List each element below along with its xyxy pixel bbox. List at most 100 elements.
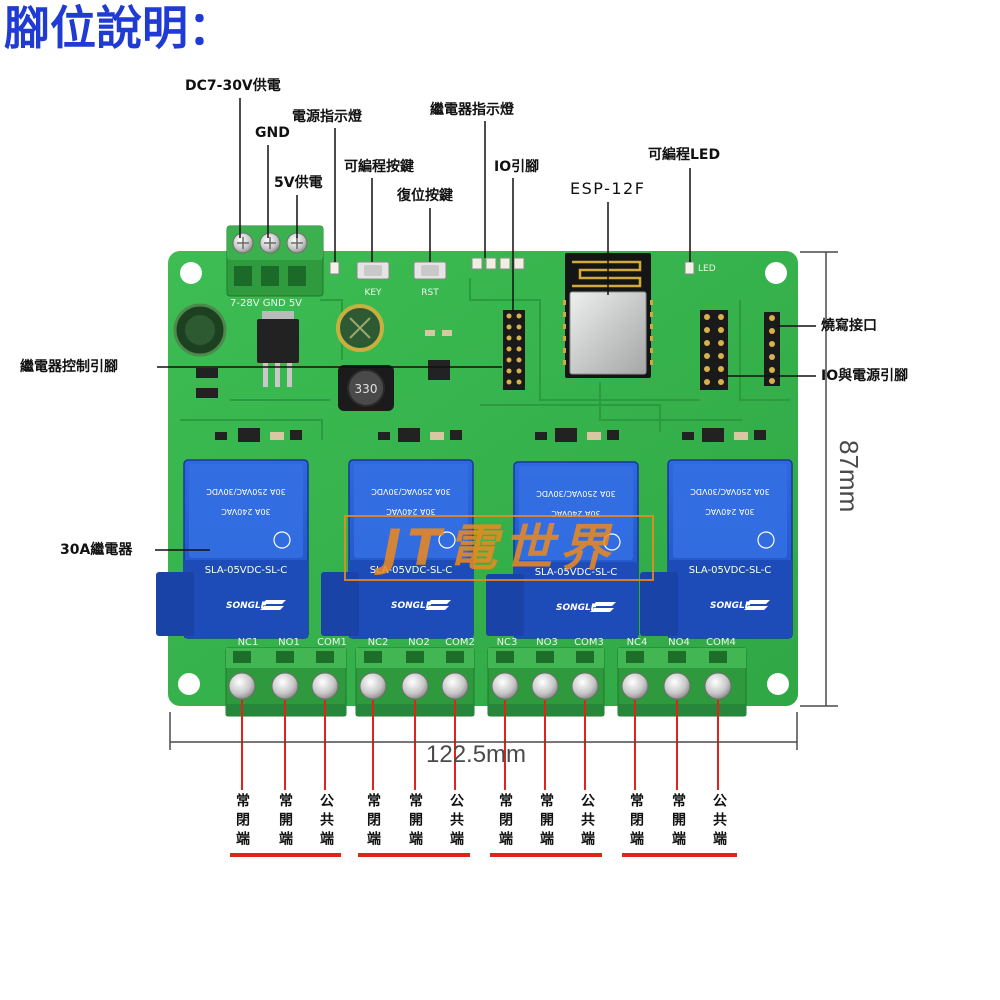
terminal-screw <box>491 672 519 700</box>
cqc-mark-icon <box>603 533 621 551</box>
smd-chip <box>428 360 450 380</box>
inductor-label: 330 <box>355 382 378 396</box>
terminal-label: COM1 <box>317 637 347 648</box>
relay-1: 30A 250VAC/30VDC 30A 240VAC SLA-05VDC-SL… <box>156 459 309 639</box>
terminal-nc-label: 常閉端 <box>497 793 513 850</box>
group-underline <box>358 853 470 857</box>
relay-flange <box>640 572 678 636</box>
terminal-label: NC1 <box>238 637 259 648</box>
relay-brand: SONGLE <box>710 601 752 611</box>
relay-model: SLA-05VDC-SL-C <box>205 565 288 576</box>
rst-label: RST <box>421 288 439 298</box>
terminal-screw <box>359 672 387 700</box>
watermark-logo: JT電世界 <box>344 515 654 581</box>
power-led <box>329 261 340 275</box>
label-30a-relay: 30A繼電器 <box>60 542 133 558</box>
mount-hole <box>765 262 787 284</box>
group-underline <box>490 853 602 857</box>
mount-hole <box>180 262 202 284</box>
relay-rating-b: 30A 240VAC <box>551 509 601 518</box>
songle-logo-icon <box>260 600 286 610</box>
width-dimension-label: 122.5mm <box>426 741 527 768</box>
terminal-screw <box>663 672 691 700</box>
programmable-led <box>684 261 695 275</box>
terminal-nc-label: 常閉端 <box>628 793 644 850</box>
voltage-regulator <box>257 311 299 387</box>
label-gnd: GND <box>255 125 290 141</box>
pcb-traces <box>180 278 790 440</box>
relay-4: 30A 250VAC/30VDC 30A 240VAC SLA-05VDC-SL… <box>640 459 793 639</box>
esp12f-module <box>563 253 653 378</box>
key-button: KEY <box>356 261 390 298</box>
cqc-mark-icon <box>438 531 456 549</box>
electrolytic-capacitor-left <box>173 303 227 357</box>
smd-capacitor <box>425 330 435 336</box>
label-relay-control-pins: 繼電器控制引腳 <box>20 359 118 375</box>
terminal-com-label: 公共端 <box>711 793 727 850</box>
songle-logo-icon <box>590 602 616 612</box>
terminal-nc-label: 常閉端 <box>234 793 250 850</box>
relay-rating-a: 30A 250VAC/30VDC <box>536 489 616 498</box>
terminal-label: COM2 <box>445 637 475 648</box>
relay-flange <box>486 574 524 636</box>
terminal-screw <box>704 672 732 700</box>
mount-hole <box>767 673 789 695</box>
songle-logo-icon <box>744 600 770 610</box>
mount-hole <box>178 673 200 695</box>
relay-model: SLA-05VDC-SL-C <box>689 565 772 576</box>
terminal-leader-lines <box>241 700 719 790</box>
label-io-power-pins: IO與電源引腳 <box>821 368 909 384</box>
label-programmable-button: 可編程按鍵 <box>344 159 414 175</box>
height-dimension-label: 87mm <box>834 440 864 513</box>
relay-2: 30A 250VAC/30VDC 30A 240VAC SLA-05VDC-SL… <box>321 459 474 639</box>
terminal-label: COM4 <box>706 637 736 648</box>
power-terminal-silkscreen: 7-28V GND 5V <box>230 298 302 309</box>
terminal-screw <box>441 672 469 700</box>
rf-shield <box>569 291 647 375</box>
terminal-label: NC2 <box>368 637 389 648</box>
relay-rating-b: 30A 240VAC <box>221 507 271 516</box>
terminal-no-label: 常開端 <box>670 793 686 850</box>
relay-brand: SONGLE <box>391 601 433 611</box>
key-label: KEY <box>364 288 382 298</box>
relay-rating-a: 30A 250VAC/30VDC <box>206 487 286 496</box>
songle-logo-icon <box>425 600 451 610</box>
cqc-mark-icon <box>273 531 291 549</box>
reset-button: RST <box>413 261 447 298</box>
relay-rating-b: 30A 240VAC <box>705 507 755 516</box>
terminal-label: NO2 <box>408 637 430 648</box>
terminal-screw <box>531 672 559 700</box>
relay-brand: SONGLE <box>226 601 268 611</box>
terminal-label: NC4 <box>627 637 648 648</box>
terminal-screw <box>571 672 599 700</box>
terminal-no-label: 常開端 <box>407 793 423 850</box>
label-programmable-led: 可編程LED <box>648 147 721 163</box>
terminal-nc-label: 常閉端 <box>365 793 381 850</box>
group-underline <box>230 853 341 857</box>
relay-model: SLA-05VDC-SL-C <box>370 565 453 576</box>
electrolytic-capacitor-right <box>336 304 384 352</box>
callout-lines <box>155 98 816 551</box>
relay-flange <box>156 572 194 636</box>
terminal-screw <box>271 672 299 700</box>
label-io-pins: IO引腳 <box>494 159 540 175</box>
label-5v-power: 5V供電 <box>274 175 323 191</box>
label-dc-power: DC7-30V供電 <box>185 78 281 94</box>
relay-rating-b: 30A 240VAC <box>386 507 436 516</box>
relay-model: SLA-05VDC-SL-C <box>535 567 618 578</box>
output-terminal-block-3 <box>487 647 605 717</box>
relay-3: 30A 250VAC/30VDC 30A 240VAC SLA-05VDC-SL… <box>486 461 639 639</box>
terminal-label: NO3 <box>536 637 558 648</box>
terminal-label: NO4 <box>668 637 690 648</box>
terminal-label: NC3 <box>497 637 518 648</box>
terminal-screw <box>621 672 649 700</box>
terminal-com-label: 公共端 <box>448 793 464 850</box>
page-title: 腳位說明： <box>4 1 234 55</box>
io-pin-header <box>503 310 525 390</box>
smd-chip <box>196 368 218 378</box>
pcb-antenna <box>572 260 642 288</box>
terminal-no-label: 常開端 <box>277 793 293 850</box>
terminal-screws <box>228 672 732 700</box>
terminal-com-label: 公共端 <box>579 793 595 850</box>
